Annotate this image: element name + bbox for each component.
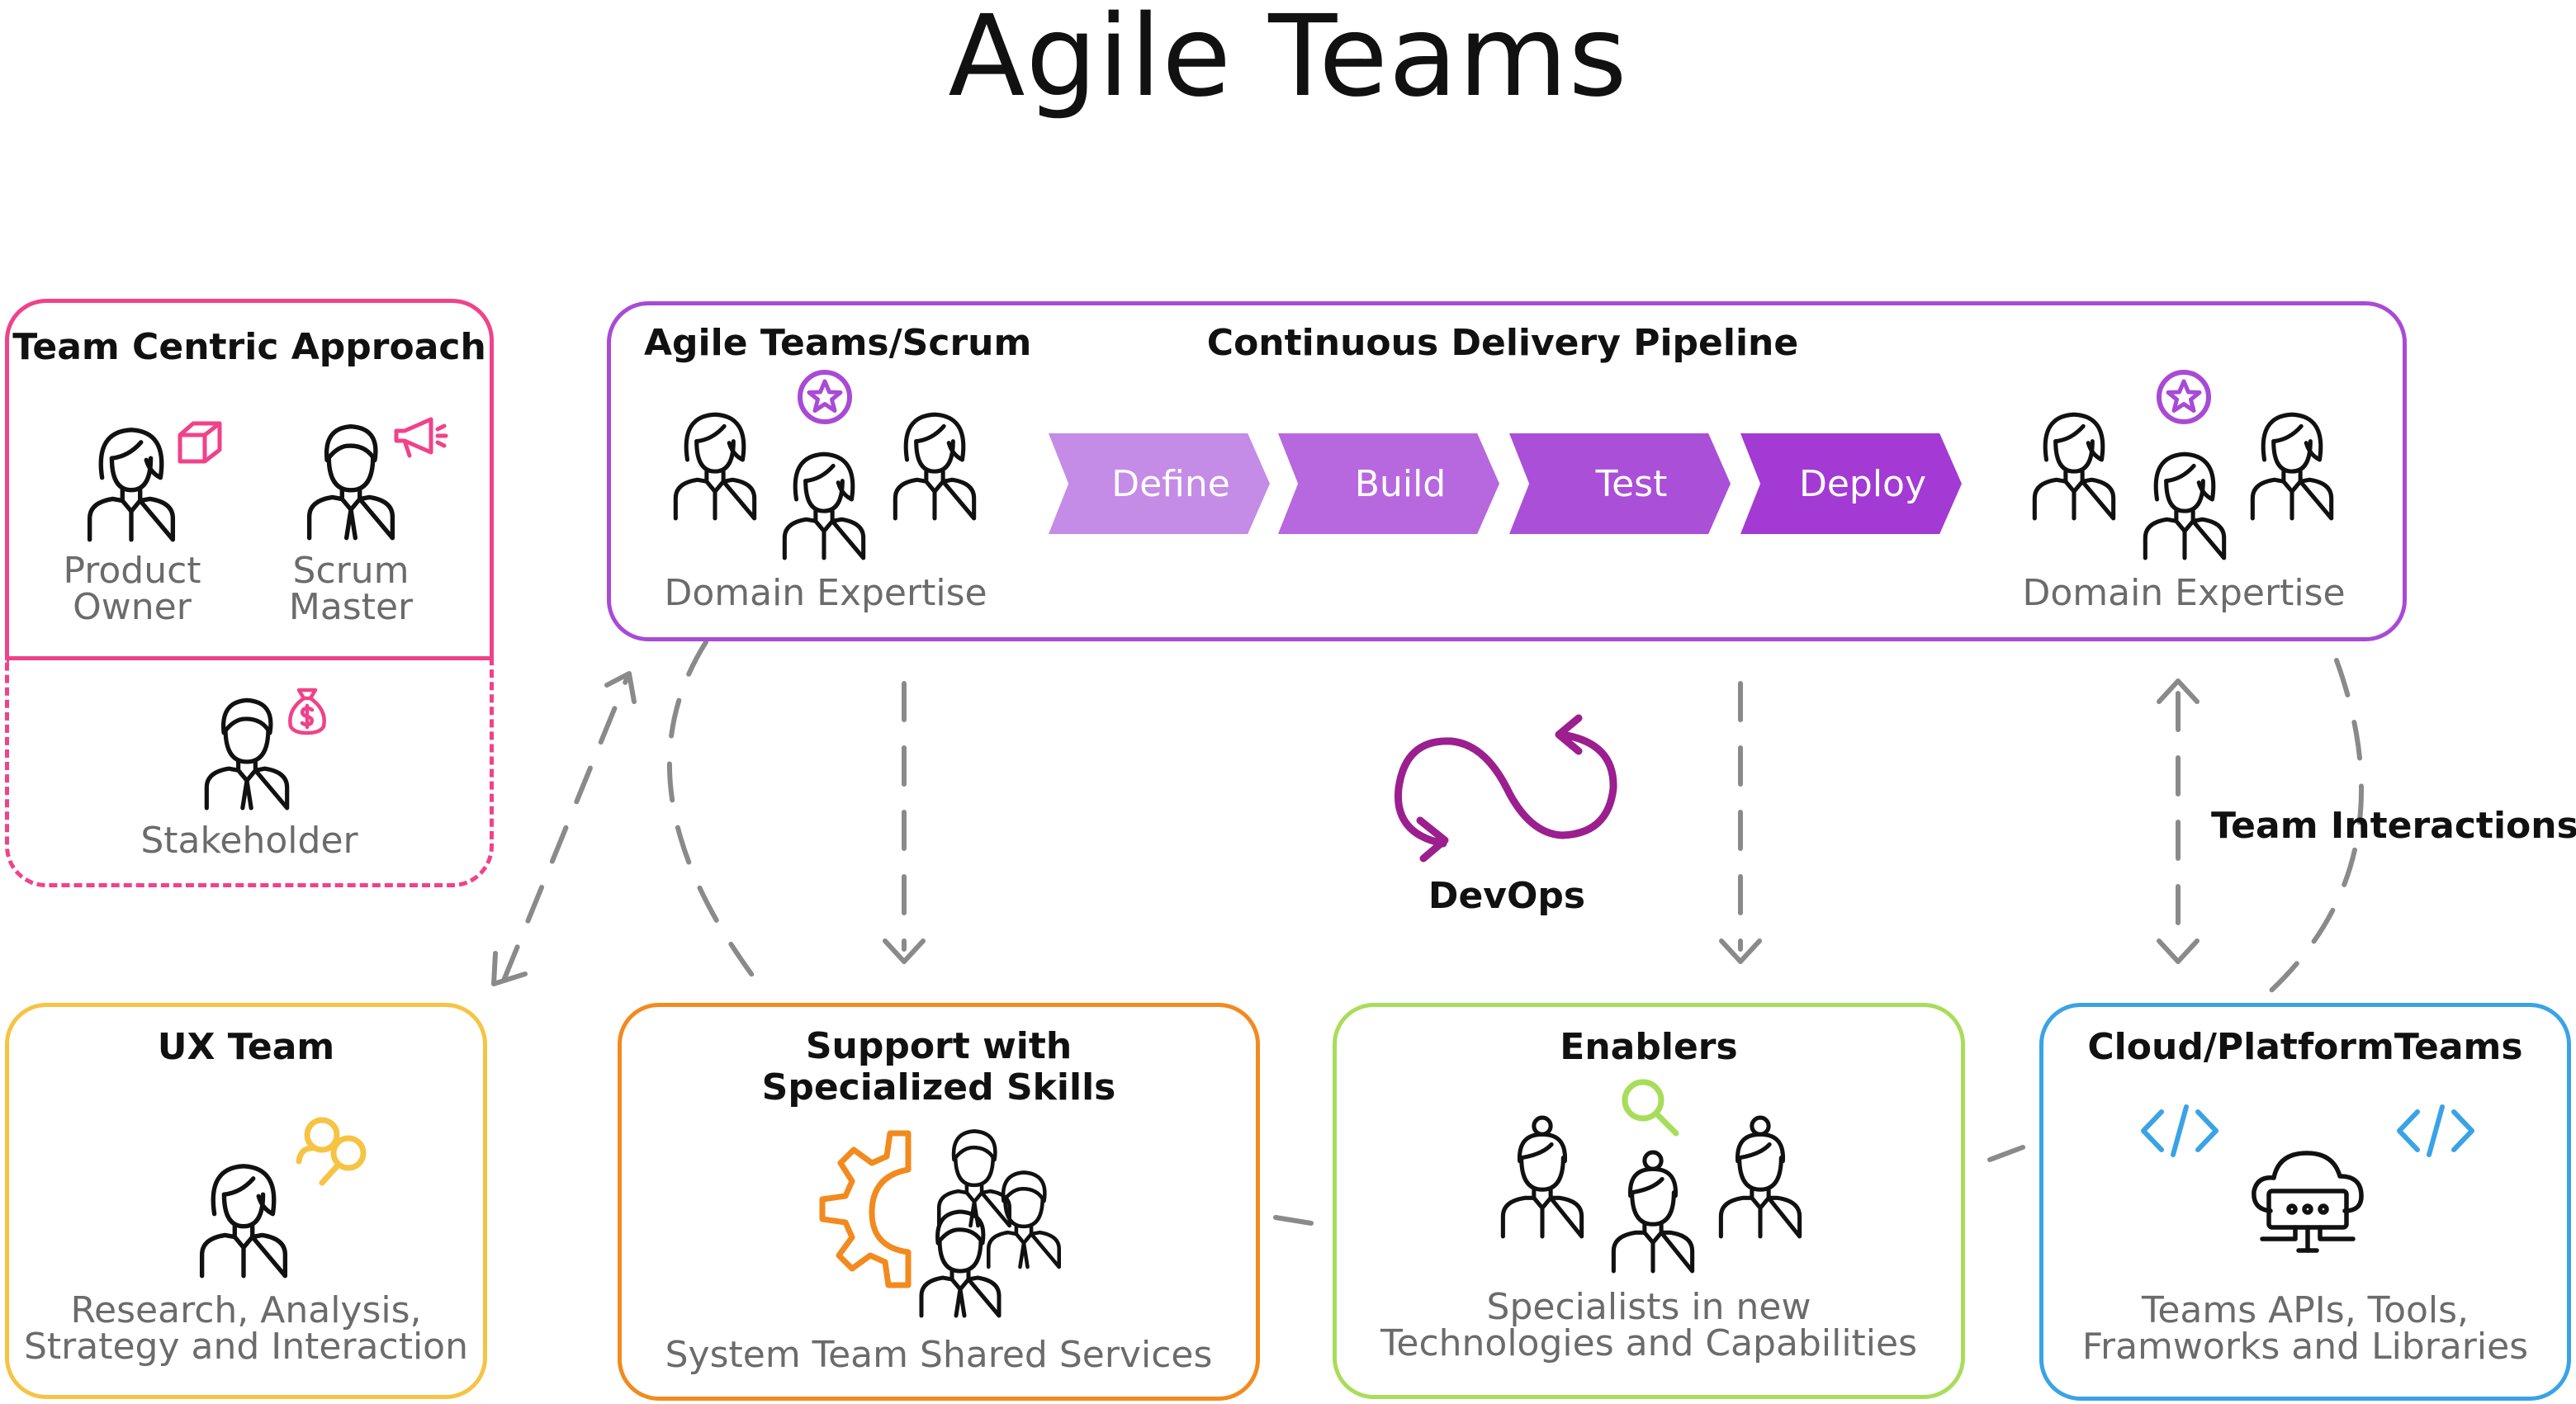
money-bag-icon (288, 688, 326, 735)
support-box (618, 1003, 1260, 1401)
stage-deploy: Deploy (1740, 433, 1962, 534)
scrum-person-1-icon (669, 404, 761, 522)
support-heading: Support with Specialized Skills (761, 1025, 1116, 1109)
megaphone-icon (394, 417, 448, 458)
search-people-icon (296, 1117, 367, 1186)
ux-team-heading: UX Team (157, 1026, 335, 1068)
ux-arrowhead (491, 951, 528, 986)
domain-person-1-icon (2028, 404, 2120, 522)
enabler-person-3-icon (1714, 1114, 1807, 1240)
enablers-label: Specialists in new Technologies and Capa… (1380, 1286, 1918, 1364)
enablers-heading: Enablers (1560, 1026, 1738, 1068)
star-badge-icon (796, 368, 854, 426)
pipeline-heading: Continuous Delivery Pipeline (1206, 322, 1799, 364)
enabler-person-2-icon (1607, 1149, 1699, 1274)
cloud-heading: Cloud/PlatformTeams (2087, 1026, 2523, 1068)
stage-define-label: Define (1111, 462, 1230, 505)
interactions-up-arrowhead (2157, 678, 2200, 704)
domain-person-3-icon (2246, 404, 2338, 522)
scrum-person-2-icon (778, 444, 870, 561)
team-centric-box (5, 299, 494, 660)
support-person-3-icon (915, 1203, 1006, 1319)
scrum-master-label: Scrum Master (288, 550, 414, 628)
enabler-person-1-icon (1496, 1114, 1589, 1240)
ux-team-label: Research, Analysis, Strategy and Interac… (24, 1289, 468, 1368)
cloud-label: Teams APIs, Tools, Framworks and Librari… (2081, 1289, 2529, 1368)
stage-deploy-label: Deploy (1798, 462, 1927, 505)
stage-define: Define (1049, 433, 1270, 534)
scrum-to-support-arc (666, 640, 766, 993)
gear-icon (819, 1130, 912, 1288)
product-owner-icon (83, 419, 180, 543)
stage-build-label: Build (1354, 462, 1447, 505)
stakeholder-label: Stakeholder (140, 820, 358, 862)
team-centric-heading: Team Centric Approach (12, 326, 486, 368)
stage-test: Test (1509, 433, 1731, 534)
domain-expertise-right-label: Domain Expertise (2022, 572, 2346, 614)
cloud-box (2039, 1003, 2571, 1401)
devops-label: DevOps (1428, 875, 1586, 917)
scrum-person-3-icon (888, 404, 981, 522)
devops-loop-icon (1394, 714, 1617, 863)
code-icon-right (2397, 1104, 2474, 1157)
support-enablers-connector (1273, 1215, 1314, 1226)
domain-person-2-icon (2138, 444, 2231, 561)
cloud-server-icon (2252, 1151, 2364, 1253)
stakeholder-box (5, 656, 494, 887)
stakeholder-icon (198, 692, 296, 811)
star-badge-right-icon (2155, 368, 2213, 426)
ux-to-scrum-connector (501, 674, 630, 983)
enablers-cloud-connector (1987, 1145, 2025, 1162)
magnifier-icon (1622, 1079, 1679, 1137)
enablers-box (1333, 1003, 1965, 1399)
product-owner-label: Product Owner (63, 550, 201, 628)
scrum-up-arrowhead (604, 671, 637, 704)
ux-team-box (5, 1003, 487, 1399)
ux-person-icon (195, 1156, 292, 1279)
enablers-arrowhead (1719, 938, 1762, 964)
stage-build: Build (1278, 433, 1499, 534)
stage-test-label: Test (1595, 462, 1668, 505)
domain-expertise-left-label: Domain Expertise (664, 572, 987, 614)
interactions-down-arrowhead (2157, 938, 2200, 964)
page-title: Agile Teams (948, 0, 1628, 122)
support-arrowhead (883, 938, 926, 964)
code-icon (2141, 1104, 2218, 1157)
team-interactions-label: Team Interactions (2211, 805, 2576, 847)
box-icon (178, 421, 222, 464)
support-label: System Team Shared Services (665, 1334, 1213, 1376)
agile-teams-scrum-heading: Agile Teams/Scrum (644, 322, 1032, 364)
pipeline-box (607, 301, 2407, 641)
scrum-master-icon (302, 418, 400, 541)
